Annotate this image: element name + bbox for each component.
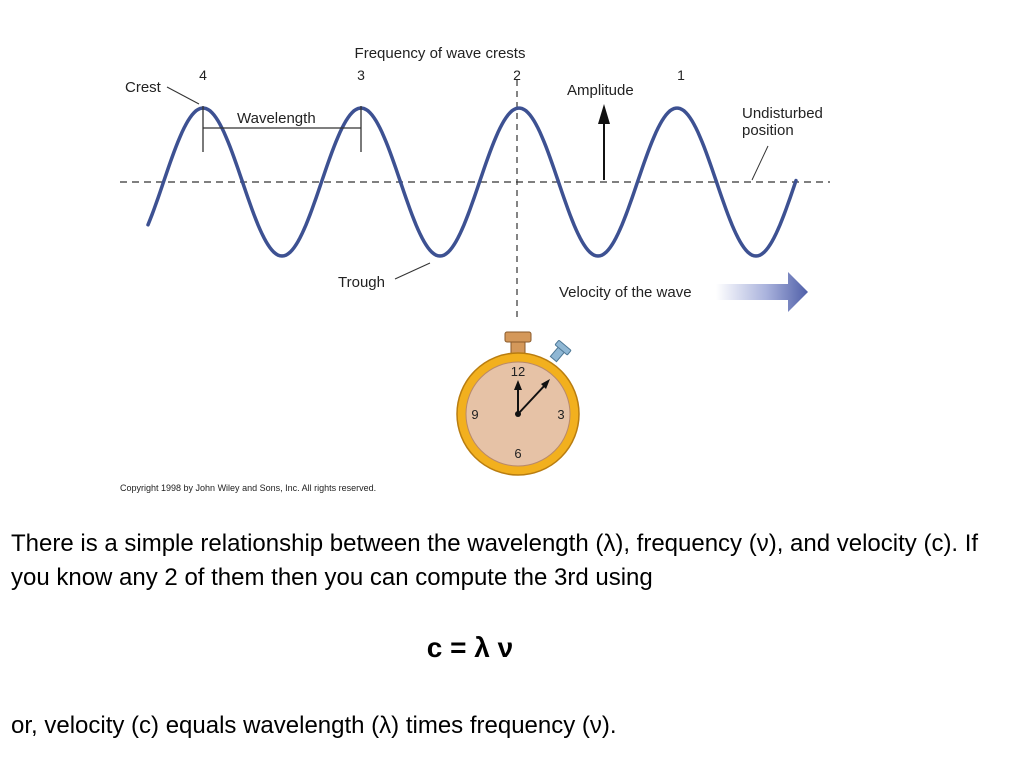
clock-numeral: 6 <box>514 446 521 461</box>
copyright-note: Copyright 1998 by John Wiley and Sons, I… <box>120 483 376 493</box>
wave-diagram: Frequency of wave crests 4 3 2 1 Crest W… <box>120 45 830 493</box>
diagram-title: Frequency of wave crests <box>355 45 526 62</box>
undisturbed-label: Undisturbed <box>742 105 823 122</box>
clock-hand-tip <box>541 379 550 389</box>
crest-number: 3 <box>357 67 365 83</box>
clock-numeral: 3 <box>557 407 564 422</box>
amplitude-arrow-head <box>598 104 610 124</box>
undisturbed-label: position <box>742 122 794 139</box>
stopwatch-icon: 12 3 6 9 <box>456 331 580 476</box>
velocity-arrow <box>716 272 808 312</box>
undisturbed-pointer <box>751 145 769 181</box>
crest-number: 4 <box>199 67 207 83</box>
explanation-paragraph: There is a simple relationship between t… <box>11 530 979 591</box>
amplitude-label: Amplitude <box>567 82 634 99</box>
clock-hand <box>517 383 547 415</box>
clock-hand-tip <box>514 380 522 390</box>
wavelength-label: Wavelength <box>237 110 316 127</box>
trough-label: Trough <box>338 274 385 291</box>
velocity-label: Velocity of the wave <box>559 284 692 301</box>
trough-pointer <box>394 262 431 280</box>
formula: c = λ ν <box>426 632 514 663</box>
wave-curve <box>146 106 798 258</box>
crest-number: 2 <box>513 67 521 83</box>
summary-paragraph: or, velocity (c) equals wavelength (λ) t… <box>11 712 617 739</box>
crest-pointer <box>166 86 200 105</box>
crest-label: Crest <box>125 79 162 96</box>
crest-number: 1 <box>677 67 685 83</box>
clock-numeral: 9 <box>471 407 478 422</box>
clock-numeral: 12 <box>511 364 525 379</box>
